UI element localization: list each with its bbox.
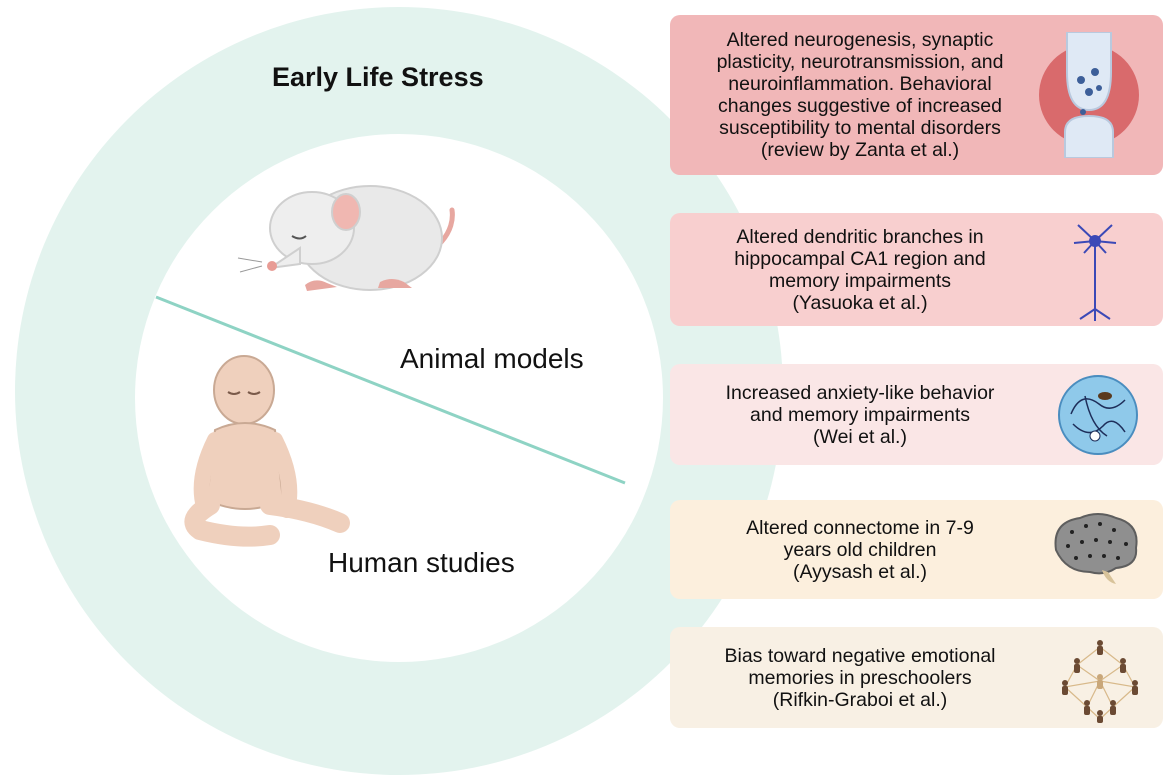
baby-icon <box>184 355 350 547</box>
finding-card-5: Bias toward negative emotional memories … <box>670 627 1163 728</box>
human-studies-label: Human studies <box>328 547 515 578</box>
finding-card-1: Altered neurogenesis, synaptic plasticit… <box>670 15 1163 175</box>
animal-models-label: Animal models <box>400 343 584 374</box>
divider-line <box>155 295 626 485</box>
finding-text-5: Bias toward negative emotional memories … <box>724 644 996 711</box>
brain-connectome-icon <box>1054 513 1138 584</box>
finding-card-3: Increased anxiety-like behavior and memo… <box>670 364 1163 465</box>
finding-text-2: Altered dendritic branches in hippocampa… <box>734 225 986 314</box>
finding-text-3: Increased anxiety-like behavior and memo… <box>725 381 995 448</box>
people-network-icon <box>1062 640 1138 723</box>
rat-icon <box>237 185 455 291</box>
neuron-icon <box>1073 224 1117 321</box>
finding-text-1: Altered neurogenesis, synaptic plasticit… <box>716 29 1004 161</box>
maze-mouse-icon <box>1058 375 1138 455</box>
synapse-icon <box>1039 32 1139 158</box>
finding-card-4: Altered connectome in 7-9 years old chil… <box>670 500 1163 599</box>
diagram-title: Early Life Stress <box>272 62 484 92</box>
finding-card-2: Altered dendritic branches in hippocampa… <box>670 213 1163 326</box>
finding-text-4: Altered connectome in 7-9 years old chil… <box>746 516 974 583</box>
